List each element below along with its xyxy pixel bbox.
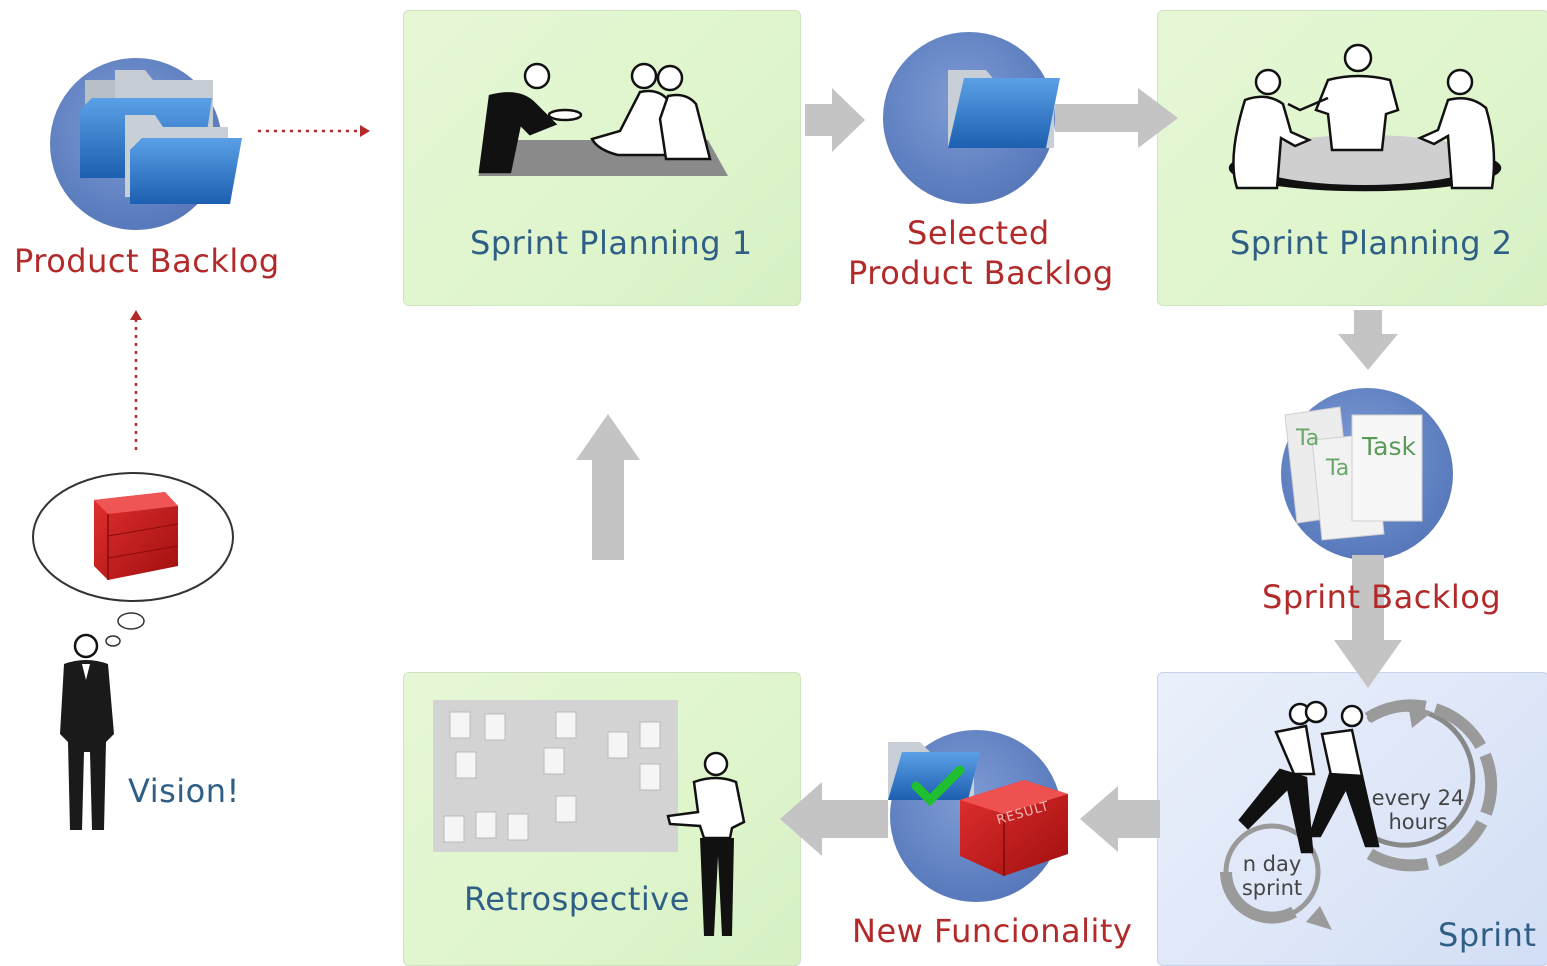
- sprint-backlog-label: Sprint Backlog: [1262, 578, 1502, 616]
- task-card-1-label: Ta: [1296, 426, 1320, 451]
- selected-backlog-label-line1: Selected: [907, 214, 1050, 252]
- sprint-label: Sprint: [1438, 916, 1537, 954]
- dotted-arrow-right: [258, 125, 370, 137]
- arrow-sprint-backlog-to-sprint: [1334, 555, 1402, 688]
- sprint-planning-1-meeting-icon: [478, 62, 728, 176]
- flow-arrows: [576, 88, 1402, 856]
- new-functionality-icon: [888, 742, 1068, 876]
- task-card-2-label: Ta: [1326, 456, 1350, 481]
- sprint-cycle-label-line2: sprint: [1241, 876, 1303, 900]
- selected-backlog-label-line2: Product Backlog: [848, 254, 1114, 292]
- task-card-3-label: Task: [1362, 432, 1416, 461]
- new-functionality-label: New Funcionality: [852, 912, 1133, 950]
- checkmark-icon: [911, 765, 965, 807]
- retrospective-label: Retrospective: [464, 880, 690, 918]
- sprint-cycle-label-line1: n day: [1242, 852, 1302, 876]
- result-cube-icon: [960, 780, 1068, 876]
- retrospective-board-icon: [433, 700, 746, 936]
- selected-backlog-folder-icon: [948, 70, 1060, 148]
- vision-thought-bubble: [32, 472, 234, 647]
- sprint-planning-2-label: Sprint Planning 2: [1230, 224, 1513, 262]
- runners-icon: [1238, 700, 1380, 854]
- arrow-retro-up: [576, 414, 640, 560]
- daily-cycle-label-line2: hours: [1388, 810, 1448, 834]
- visionary-person-icon: [60, 633, 114, 830]
- sprint-planning-1-label: Sprint Planning 1: [470, 224, 753, 262]
- daily-cycle-label-line1: every 24: [1371, 786, 1465, 810]
- vision-label: Vision!: [128, 772, 240, 810]
- red-wall-icon: [94, 492, 179, 580]
- sprint-planning-2-meeting-icon: [1228, 43, 1502, 192]
- arrow-sp2-to-sprint-backlog: [1338, 310, 1398, 370]
- arrow-sprint-to-new: [1080, 786, 1160, 852]
- task-cards-icon: [1284, 406, 1423, 541]
- arrow-sp1-to-selected: [805, 88, 865, 152]
- arrow-selected-to-sp2: [1055, 88, 1178, 148]
- arrow-new-to-retro: [780, 782, 888, 856]
- sprint-cycle-icon: [1220, 699, 1498, 930]
- product-backlog-folders-icon: [80, 70, 242, 204]
- dotted-arrow-up: [130, 310, 142, 450]
- product-backlog-label: Product Backlog: [14, 242, 280, 280]
